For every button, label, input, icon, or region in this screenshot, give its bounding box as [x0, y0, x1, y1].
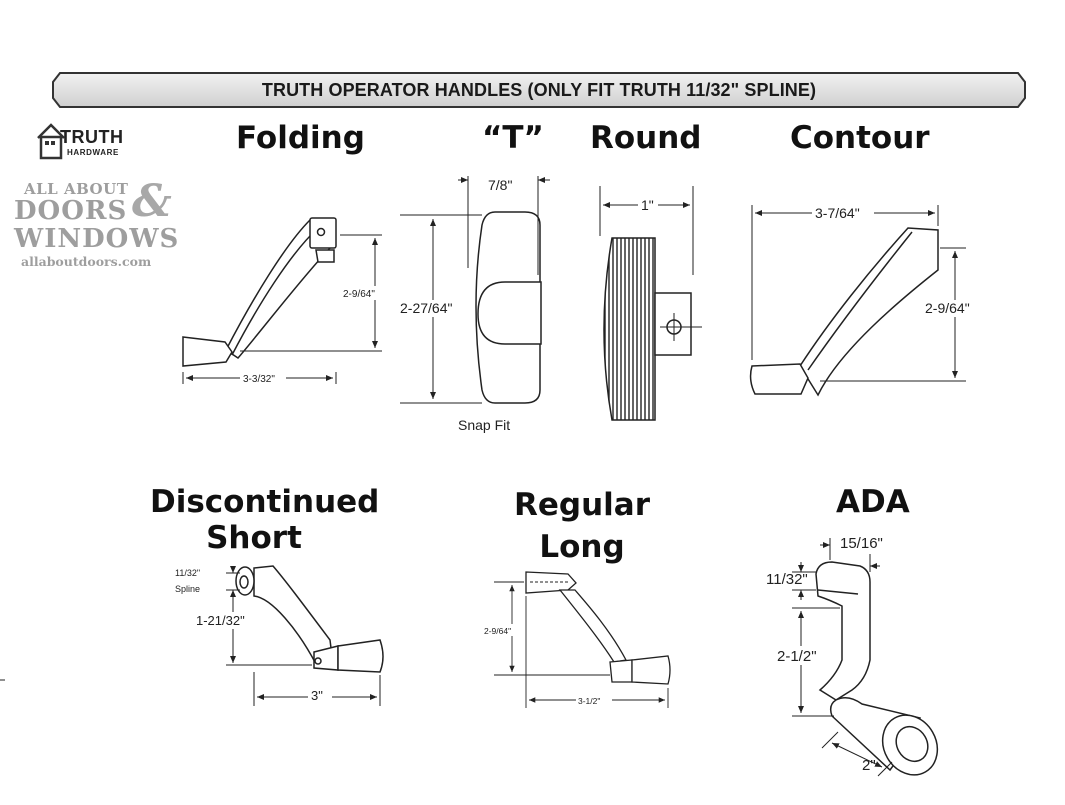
banner-shape — [52, 72, 1026, 108]
ada-height-dim: 2-1/2" — [777, 648, 817, 665]
title-regular-line1: Regular — [514, 487, 650, 523]
t-dimensions — [400, 176, 550, 404]
watermark-line2: DOORS — [14, 196, 128, 226]
title-discontinued-short: Discontinued Short — [150, 484, 380, 556]
title-ada: ADA — [836, 484, 910, 520]
short-width-dim: 3" — [311, 688, 323, 703]
t-height-bg — [398, 300, 468, 317]
watermark-url: allaboutdoors.com — [21, 254, 152, 269]
watermark: ALL ABOUT DOORS & WINDOWS allaboutdoors.… — [14, 176, 180, 275]
title-t: “T” — [482, 120, 544, 156]
title-regular-long: Regular Long — [512, 484, 652, 568]
title-discontinued-line2: Short — [206, 520, 302, 556]
long-height-bg — [482, 624, 524, 636]
contour-width-bg — [812, 205, 874, 222]
title-folding: Folding — [236, 120, 365, 156]
long-width-bg — [576, 694, 612, 706]
round-width-dim: 1" — [641, 197, 654, 213]
title-regular-line2: Long — [539, 529, 625, 565]
folding-height-bg — [341, 286, 385, 300]
folding-width-dim: 3-3/32" — [243, 374, 275, 385]
contour-height-dim: 2-9/64" — [925, 300, 970, 316]
logo-name: TRUTH — [60, 127, 124, 147]
ada-height-bg — [775, 646, 823, 665]
short-spline-label: Spline — [175, 584, 200, 594]
long-handle-drawing — [525, 571, 671, 685]
logo-subtitle: HARDWARE — [67, 148, 119, 157]
ada-top-dim: 15/16" — [840, 535, 883, 552]
t-snapfit-note: Snap Fit — [458, 417, 510, 433]
folding-height-dim: 2-9/64" — [343, 289, 375, 300]
watermark-line3: WINDOWS — [14, 224, 180, 254]
long-height-dim: 2-9/64" — [484, 626, 511, 636]
folding-width-bg — [240, 371, 286, 385]
header-banner: TRUTH OPERATOR HANDLES (ONLY FIT TRUTH 1… — [52, 72, 1026, 108]
watermark-ampersand: & — [132, 176, 172, 227]
title-contour: Contour — [790, 120, 930, 156]
t-height-dim: 2-27/64" — [400, 300, 452, 316]
ada-knob-dim: 2" — [862, 757, 876, 774]
t-width-dim: 7/8" — [488, 177, 512, 193]
t-handle-drawing — [475, 211, 542, 404]
title-discontinued-line1: Discontinued — [150, 484, 380, 520]
truth-hardware-logo: TRUTH HARDWARE — [36, 122, 136, 162]
short-height-bg — [194, 612, 252, 629]
short-handle-drawing — [235, 565, 384, 673]
ada-spline-dim: 11/32" — [766, 571, 808, 588]
contour-height-bg — [922, 300, 984, 317]
title-round: Round — [590, 120, 702, 156]
ada-handle-drawing — [815, 561, 939, 776]
short-height-dim: 1-21/32" — [196, 613, 245, 628]
round-handle-drawing — [603, 237, 702, 421]
contour-handle-drawing — [749, 227, 939, 397]
house-icon — [37, 123, 65, 160]
banner-title: TRUTH OPERATOR HANDLES (ONLY FIT TRUTH 1… — [261, 80, 817, 100]
folding-handle-drawing — [182, 217, 337, 367]
round-width-bg — [638, 197, 658, 213]
short-spline-dim: 11/32" — [175, 568, 200, 578]
watermark-line1: ALL ABOUT — [24, 180, 129, 198]
long-width-dim: 3-1/2" — [578, 696, 600, 706]
short-width-bg — [308, 688, 332, 704]
contour-width-dim: 3-7/64" — [815, 205, 860, 221]
